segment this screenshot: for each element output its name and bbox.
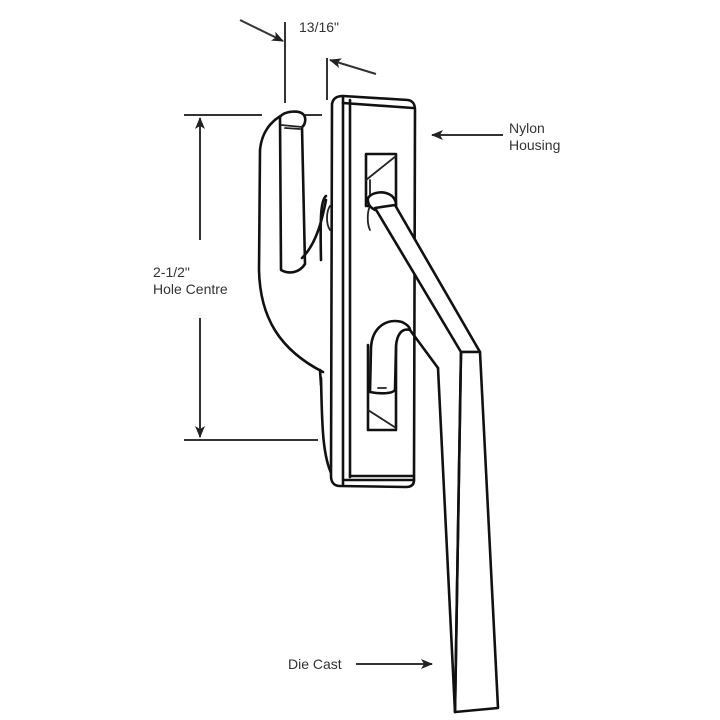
die-cast-handle (373, 203, 500, 714)
lower-window (366, 319, 412, 432)
dimension-arrow-right (329, 58, 377, 75)
width-dimension (239, 19, 377, 103)
housing-label: Housing (509, 137, 561, 153)
width-dimension-label: 13/16" (299, 19, 340, 35)
die-cast-label: Die Cast (288, 656, 342, 672)
dimension-arrow-left (239, 19, 284, 42)
nylon-label: Nylon (509, 120, 545, 136)
hook (257, 110, 334, 477)
hole-centre-value-label: 2-1/2" (153, 264, 190, 280)
hole-centre-caption-label: Hole Centre (153, 281, 228, 297)
hole-centre-dimension (184, 114, 322, 441)
